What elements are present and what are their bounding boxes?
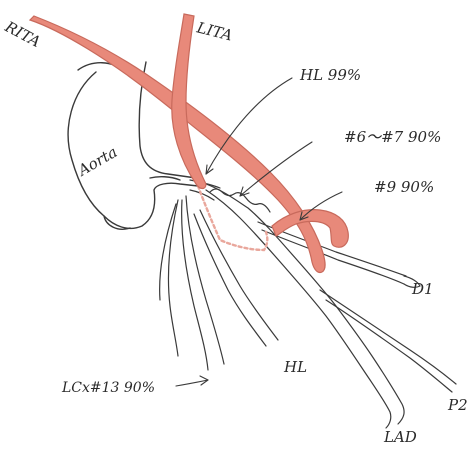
- p2-label: P2: [447, 396, 468, 414]
- lita-graft: [172, 14, 206, 189]
- lad-wavy-segment: [210, 189, 270, 212]
- lcx13-label: LCx#13 90%: [61, 380, 155, 396]
- p2-vessel-lower: [326, 300, 452, 392]
- d1-label: D1: [411, 280, 434, 298]
- seg6-7-label: #6～#7 90%: [344, 128, 441, 146]
- hl99-label: HL 99%: [299, 66, 361, 84]
- lita-label: LITA: [194, 18, 234, 44]
- stenosis-dotted-outline: [198, 186, 267, 250]
- seg9-label: #9 90%: [374, 178, 434, 196]
- hl-label: HL: [283, 358, 307, 376]
- lcx-vessel-2: [182, 200, 208, 370]
- aorta-label: Aorta: [73, 143, 120, 181]
- lcx-vessel-4: [160, 204, 176, 300]
- lad-label: LAD: [383, 428, 417, 446]
- arrow-hl99-head: [206, 165, 213, 174]
